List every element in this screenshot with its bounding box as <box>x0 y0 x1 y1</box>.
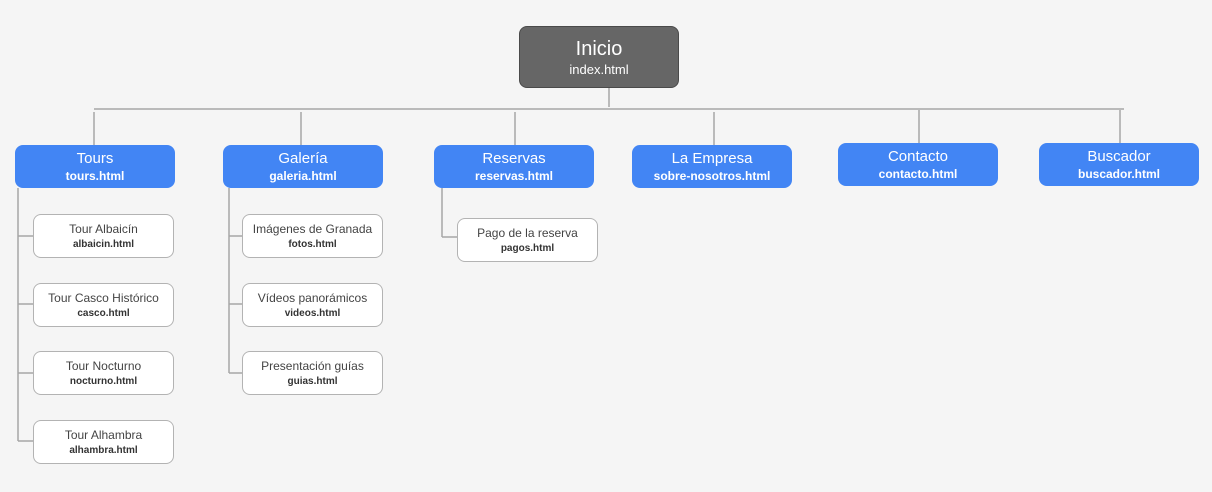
page-node-presentacion-guias[interactable]: Presentación guías guias.html <box>242 351 383 395</box>
node-title: Galería <box>278 150 328 167</box>
node-file: albaicin.html <box>72 238 135 250</box>
node-title: Pago de la reserva <box>477 225 578 240</box>
node-title: Presentación guías <box>261 358 364 373</box>
node-file: buscador.html <box>1077 167 1160 181</box>
root-node-inicio[interactable]: Inicio index.html <box>519 26 679 88</box>
node-title: Tour Nocturno <box>65 358 142 373</box>
node-title: Contacto <box>887 148 949 165</box>
section-node-reservas[interactable]: Reservas reservas.html <box>434 145 594 188</box>
section-node-galeria[interactable]: Galería galeria.html <box>223 145 383 188</box>
section-node-buscador[interactable]: Buscador buscador.html <box>1039 143 1199 186</box>
page-node-tour-alhambra[interactable]: Tour Alhambra alhambra.html <box>33 420 174 464</box>
page-node-videos-panoramicos[interactable]: Vídeos panorámicos videos.html <box>242 283 383 327</box>
node-title: Reservas <box>482 150 546 167</box>
node-title: Tour Alhambra <box>64 427 143 442</box>
node-title: Buscador <box>1087 148 1151 165</box>
node-file: alhambra.html <box>69 444 138 456</box>
node-file: nocturno.html <box>69 375 138 387</box>
node-file: fotos.html <box>288 238 337 250</box>
node-title: Tours <box>76 150 114 167</box>
page-node-tour-casco-historico[interactable]: Tour Casco Histórico casco.html <box>33 283 174 327</box>
section-node-la-empresa[interactable]: La Empresa sobre-nosotros.html <box>632 145 792 188</box>
node-file: contacto.html <box>878 167 958 181</box>
node-file: tours.html <box>65 169 125 183</box>
node-title: La Empresa <box>671 150 753 167</box>
page-node-tour-nocturno[interactable]: Tour Nocturno nocturno.html <box>33 351 174 395</box>
node-title: Vídeos panorámicos <box>257 290 368 305</box>
section-node-tours[interactable]: Tours tours.html <box>15 145 175 188</box>
page-node-pago-de-la-reserva[interactable]: Pago de la reserva pagos.html <box>457 218 598 262</box>
node-title: Imágenes de Granada <box>252 221 373 236</box>
page-node-imagenes-de-granada[interactable]: Imágenes de Granada fotos.html <box>242 214 383 258</box>
section-node-contacto[interactable]: Contacto contacto.html <box>838 143 998 186</box>
page-node-tour-albaicin[interactable]: Tour Albaicín albaicin.html <box>33 214 174 258</box>
node-file: reservas.html <box>474 169 554 183</box>
node-file: videos.html <box>284 307 341 319</box>
node-file: guias.html <box>287 375 338 387</box>
node-file: galeria.html <box>269 169 337 183</box>
node-file: sobre-nosotros.html <box>653 169 771 183</box>
node-file: index.html <box>569 61 629 77</box>
node-title: Inicio <box>575 37 623 60</box>
node-title: Tour Casco Histórico <box>48 290 159 305</box>
node-file: casco.html <box>77 307 130 319</box>
node-file: pagos.html <box>500 242 555 254</box>
node-title: Tour Albaicín <box>69 221 138 236</box>
